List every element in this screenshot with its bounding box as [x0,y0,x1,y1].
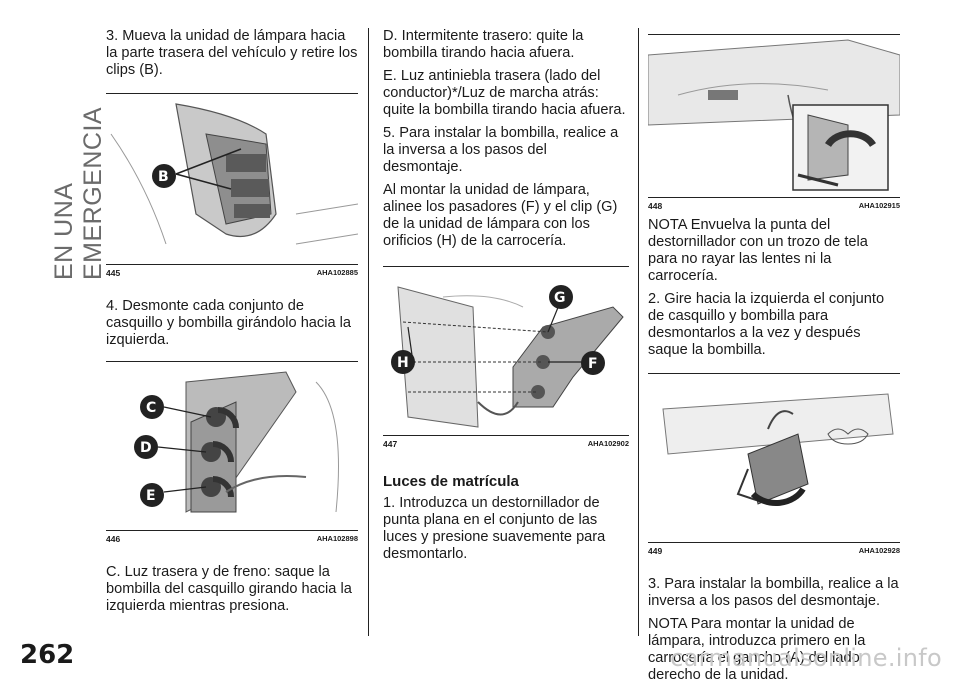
callout-e: E [146,488,156,504]
figure-447-illustration: G H F [391,285,624,428]
column-3: 448 AHA102915 NOTA Envuelva la punta del… [648,28,900,690]
figure-448-code: AHA102915 [858,201,900,210]
paragraph-step-3: 3. Mueva la unidad de lámpara hacia la p… [106,28,358,78]
figure-447-code: AHA102902 [587,439,629,448]
figure-448-number: 448 [648,201,663,211]
figure-445-caption: 445 AHA102885 [106,265,358,282]
watermark: carmanualsonline.info [670,644,942,672]
figure-446-number: 446 [106,534,121,544]
figure-449-caption: 449 AHA102928 [648,543,900,560]
callout-e-marker [140,483,164,507]
callout-b: B [158,169,169,185]
figure-449 [648,373,900,543]
figure-447: G H F [383,266,629,436]
figure-449-code: AHA102928 [858,546,900,555]
figure-446-caption: 446 AHA102898 [106,531,358,548]
column-divider-2 [638,28,639,636]
figure-449-illustration [662,393,894,506]
callout-f-marker [581,351,605,375]
callout-d-marker [134,435,158,459]
paragraph-step-c: C. Luz trasera y de freno: saque la bomb… [106,564,352,614]
paragraph-alignment: Al montar la unidad de lámpara, alinee l… [383,182,618,249]
figure-446: C D E [106,361,358,531]
figure-448-caption: 448 AHA102915 [648,198,900,215]
figure-445-number: 445 [106,268,121,278]
figure-445: B [106,93,358,265]
figure-447-caption: 447 AHA102902 [383,436,629,453]
paragraph-step-4: 4. Desmonte cada conjunto de casquillo y… [106,298,351,348]
section-heading-license-lights: Luces de matrícula [383,473,519,490]
callout-d: D [140,440,152,456]
callout-g-marker [549,285,573,309]
figure-448 [648,34,900,198]
callout-h: H [397,355,409,371]
callout-b-marker [152,164,176,188]
figure-445-code: AHA102885 [316,268,358,277]
column-divider-1 [368,28,369,636]
callout-g: G [554,290,566,306]
callout-c: C [146,400,156,416]
figure-447-number: 447 [383,439,398,449]
figure-445-illustration: B [110,103,358,245]
paragraph-step-e: E. Luz antiniebla trasera (lado del cond… [383,68,626,118]
callout-f: F [588,356,598,372]
column-2: D. Intermitente trasero: quite la bombil… [383,28,629,569]
page-number: 262 [20,640,75,670]
section-title: EN UNA EMERGENCIA [50,106,107,280]
column-1: 3. Mueva la unidad de lámpara hacia la p… [106,28,358,621]
paragraph-step-3-install: 3. Para instalar la bombilla, realice a … [648,576,899,609]
figure-448-illustration [648,39,900,191]
figure-449-number: 449 [648,546,663,556]
callout-h-marker [391,350,415,374]
paragraph-note-hook: NOTA Para montar la unidad de lámpara, i… [648,616,866,683]
figure-446-code: AHA102898 [316,534,358,543]
callout-c-marker [140,395,164,419]
paragraph-step-d: D. Intermitente trasero: quite la bombil… [383,28,584,61]
paragraph-step-5: 5. Para instalar la bombilla, realice a … [383,125,619,175]
paragraph-note-cloth: NOTA Envuelva la punta del destornillado… [648,217,868,284]
paragraph-step-1: 1. Introduzca un destornillador de punta… [383,495,606,562]
paragraph-step-2: 2. Gire hacia la izquierda el conjunto d… [648,291,885,358]
figure-446-illustration: C D E [134,371,339,513]
